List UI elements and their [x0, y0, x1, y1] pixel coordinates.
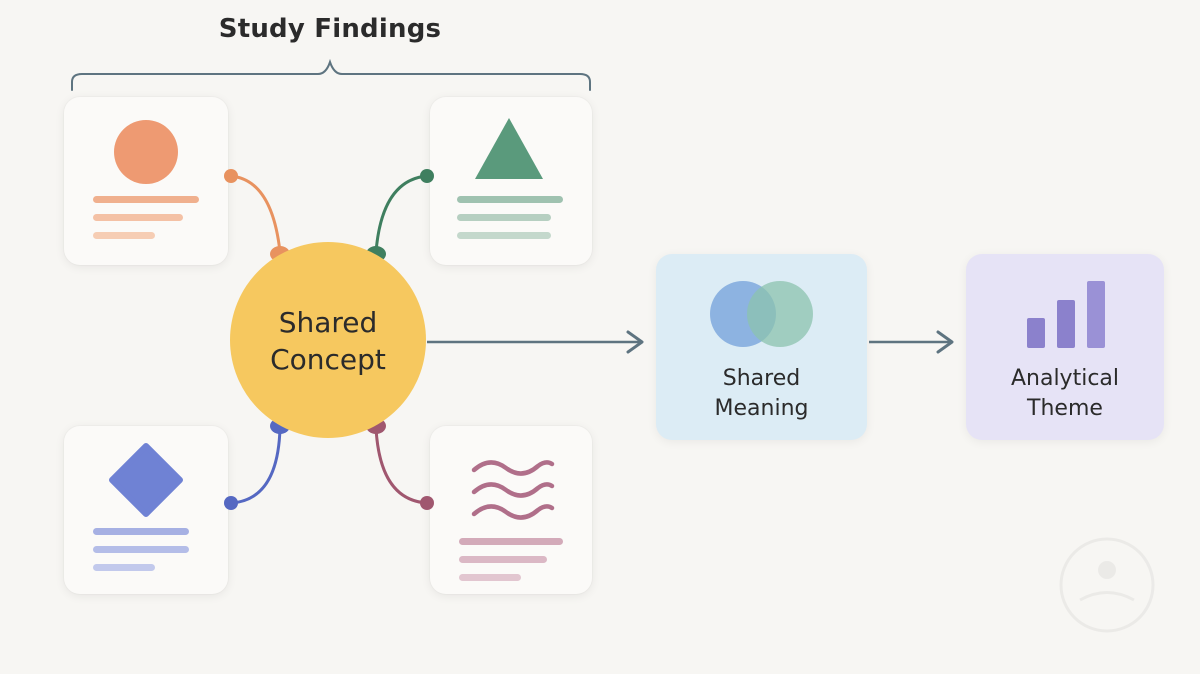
theme-line-2: Theme: [1027, 396, 1103, 421]
text-line: [459, 574, 521, 581]
triangle-icon: [475, 118, 543, 179]
text-line: [93, 214, 183, 221]
text-line: [457, 232, 551, 239]
meaning-line-2: Meaning: [714, 396, 809, 421]
watermark-logo: [1059, 537, 1155, 633]
shared-concept-label: Shared Concept: [228, 304, 428, 378]
text-line: [93, 232, 155, 239]
text-line: [93, 196, 199, 203]
card-green-content: [457, 118, 563, 239]
arrow-to-meaning: [427, 330, 644, 354]
connector-plum: [366, 418, 434, 510]
page-title: Study Findings: [218, 14, 442, 44]
arrow-to-theme: [869, 330, 954, 354]
concept-line-1: Shared: [278, 306, 378, 339]
connector-orange: [224, 169, 290, 262]
finding-card-plum: [430, 426, 592, 594]
text-line: [459, 556, 547, 563]
text-line: [457, 196, 563, 203]
card-plum-content: [459, 460, 563, 581]
card-blue-content: [93, 443, 189, 571]
analytical-theme-label: Analytical Theme: [966, 364, 1164, 424]
text-line: [93, 546, 189, 553]
diamond-icon: [109, 443, 183, 517]
meaning-line-1: Shared: [722, 366, 801, 391]
card-orange-content: [93, 120, 199, 239]
venn-overlap-icon: [710, 281, 813, 347]
bar-chart-icon: [1027, 281, 1105, 348]
theme-line-1: Analytical: [1010, 366, 1120, 391]
text-line: [93, 528, 189, 535]
concept-line-2: Concept: [270, 343, 386, 376]
connector-blue: [224, 418, 290, 510]
findings-bracket: [71, 58, 591, 91]
wave-icon: [471, 460, 555, 476]
connector-green: [366, 169, 434, 262]
shared-meaning-label: Shared Meaning: [656, 364, 867, 424]
text-line: [93, 564, 155, 571]
shared-meaning-box: [656, 254, 867, 440]
shared-concept-node: [230, 242, 426, 438]
text-line: [459, 538, 563, 545]
text-line: [457, 214, 551, 221]
circle-icon: [114, 120, 178, 184]
